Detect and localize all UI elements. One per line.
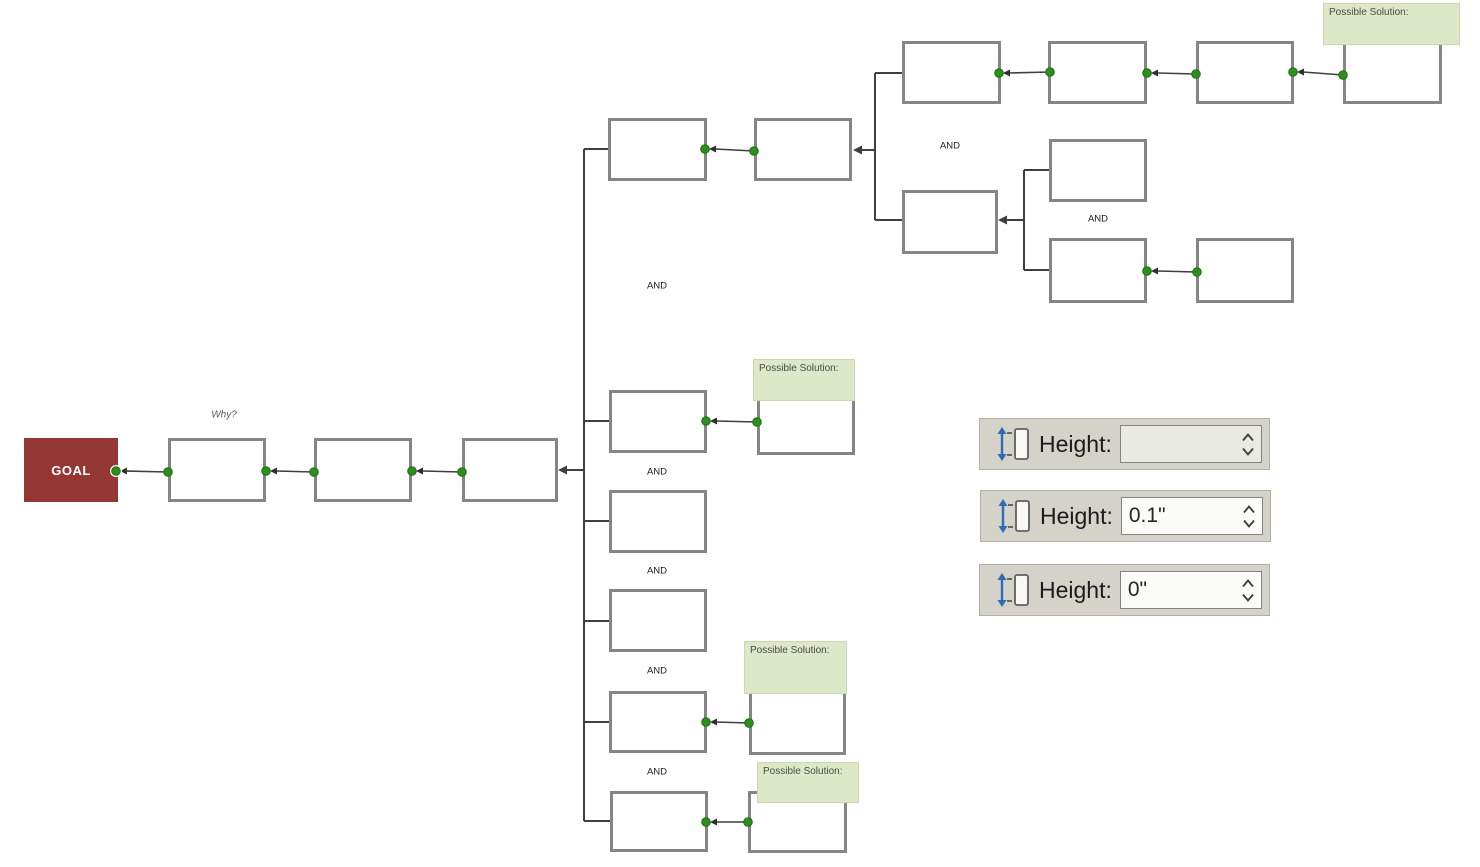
connector — [710, 718, 750, 726]
connector — [710, 417, 758, 425]
chevron-down-icon — [1242, 593, 1254, 602]
cause-box-u1[interactable] — [902, 41, 1001, 104]
cause-box-l5[interactable] — [610, 791, 708, 852]
shape-height-icon — [997, 427, 1029, 461]
goal-box[interactable]: GOAL — [24, 438, 118, 502]
cause-box-l1[interactable] — [609, 390, 707, 453]
height-label: Height: — [1039, 430, 1112, 457]
shape-height-icon — [997, 573, 1029, 607]
and-label-1: AND — [939, 140, 961, 152]
height-input[interactable] — [1119, 571, 1262, 609]
spin-up-button[interactable] — [1240, 431, 1256, 443]
chevron-up-icon — [1242, 432, 1254, 441]
chevron-down-icon — [1243, 519, 1255, 528]
height-control-2: Height: — [980, 490, 1271, 542]
and-label-6: AND — [646, 665, 668, 677]
height-label: Height: — [1040, 502, 1113, 529]
solution-note-4[interactable]: Possible Solution: — [757, 762, 859, 803]
height-field — [1120, 497, 1263, 535]
cause-box-u4[interactable] — [902, 190, 998, 254]
cause-box-l3[interactable] — [609, 589, 707, 652]
chevron-down-icon — [1242, 447, 1254, 456]
spin-up-button[interactable] — [1241, 503, 1257, 515]
why-label: Why? — [211, 409, 237, 421]
and-label-3: AND — [646, 280, 668, 292]
connector — [120, 467, 169, 475]
solution-note-3[interactable]: Possible Solution: — [744, 641, 847, 694]
cause-box-v1[interactable] — [1049, 139, 1147, 202]
cause-box-3[interactable] — [462, 438, 558, 502]
cause-box-1[interactable] — [168, 438, 266, 502]
shape-height-icon — [998, 499, 1030, 533]
cause-box-t2[interactable] — [754, 118, 852, 181]
height-control-3: Height: — [979, 564, 1270, 616]
height-field — [1119, 425, 1262, 463]
height-field — [1119, 571, 1262, 609]
connector — [709, 145, 755, 153]
cause-box-v2[interactable] — [1049, 238, 1147, 303]
connector — [1297, 68, 1344, 76]
and-label-5: AND — [646, 565, 668, 577]
solution-note-2[interactable]: Possible Solution: — [753, 359, 855, 401]
chevron-up-icon — [1242, 578, 1254, 587]
chevron-up-icon — [1243, 504, 1255, 513]
and-label-2: AND — [1087, 213, 1109, 225]
spin-down-button[interactable] — [1240, 591, 1256, 603]
cause-box-2[interactable] — [314, 438, 412, 502]
connector — [1003, 69, 1051, 77]
and-label-7: AND — [646, 766, 668, 778]
and-label-4: AND — [646, 466, 668, 478]
connector — [1151, 267, 1198, 275]
cause-box-u3[interactable] — [1196, 41, 1294, 104]
cause-box-v3[interactable] — [1196, 238, 1294, 303]
spin-up-button[interactable] — [1240, 577, 1256, 589]
cause-box-l4[interactable] — [609, 691, 707, 753]
spin-down-button[interactable] — [1241, 517, 1257, 529]
connector — [1151, 69, 1197, 77]
spin-down-button[interactable] — [1240, 445, 1256, 457]
height-control-1: Height: — [979, 418, 1270, 470]
cause-box-t1[interactable] — [608, 118, 707, 181]
connector — [270, 467, 315, 475]
height-label: Height: — [1039, 576, 1112, 603]
height-input[interactable] — [1119, 425, 1262, 463]
cause-box-u2[interactable] — [1048, 41, 1147, 104]
cause-box-l2[interactable] — [609, 490, 707, 553]
solution-note-1[interactable]: Possible Solution: — [1323, 3, 1460, 45]
height-input[interactable] — [1120, 497, 1263, 535]
connector — [416, 467, 463, 475]
connector — [710, 818, 748, 826]
